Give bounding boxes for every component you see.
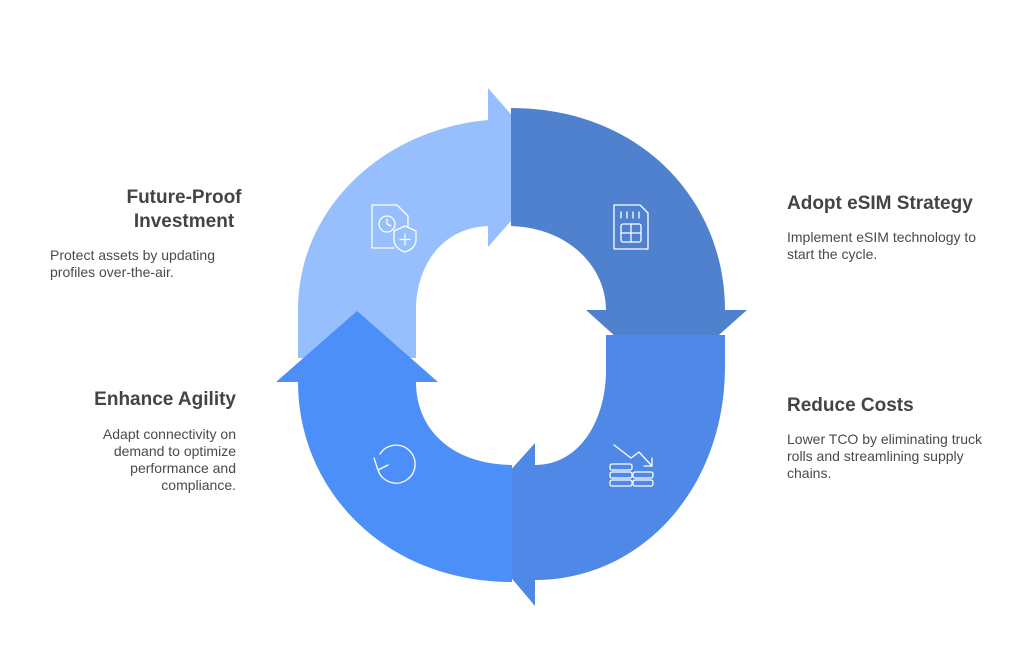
step-adopt-esim: Adopt eSIM Strategy Implement eSIM techn… bbox=[787, 192, 1007, 263]
refresh-arrow-icon bbox=[373, 444, 416, 484]
step-reduce-costs: Reduce Costs Lower TCO by eliminating tr… bbox=[787, 394, 1007, 482]
enhance-agility-arrow bbox=[276, 311, 512, 582]
document-shield-icon bbox=[371, 204, 417, 253]
reduce-costs-arrow bbox=[464, 335, 725, 606]
step-title: Future-Proof Investment bbox=[126, 187, 242, 232]
step-enhance-agility: Enhance Agility Adapt connectivity on de… bbox=[56, 388, 236, 494]
step-description: Lower TCO by eliminating truck rolls and… bbox=[787, 431, 983, 481]
step-future-proof: Future-Proof Investment Protect assets b… bbox=[50, 186, 280, 281]
step-title: Adopt eSIM Strategy bbox=[787, 193, 973, 214]
cost-down-coins-icon bbox=[609, 444, 654, 487]
step-description: Protect assets by updating profiles over… bbox=[50, 247, 215, 280]
adopt-esim-arrow bbox=[511, 108, 747, 382]
sim-card-icon bbox=[613, 204, 649, 250]
step-title: Reduce Costs bbox=[787, 395, 914, 416]
step-description: Implement eSIM technology to start the c… bbox=[787, 229, 977, 262]
future-proof-arrow bbox=[298, 88, 558, 358]
step-description: Adapt connectivity on demand to optimize… bbox=[102, 426, 236, 493]
step-title: Enhance Agility bbox=[94, 389, 236, 410]
